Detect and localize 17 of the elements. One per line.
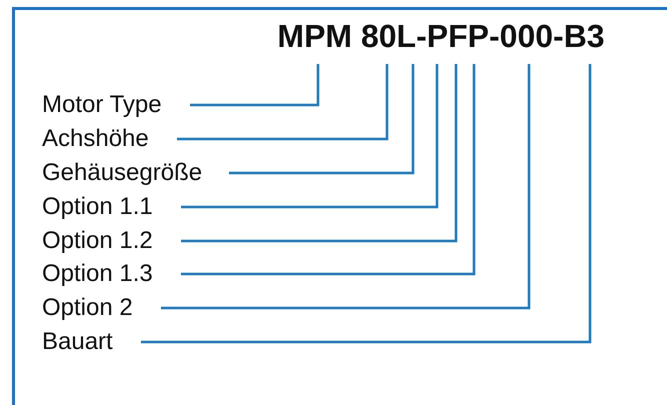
label-text: Option 1.3 — [42, 260, 154, 288]
leader-line — [141, 64, 592, 344]
label-text: Option 1.1 — [42, 193, 154, 221]
label-text: Option 1.2 — [42, 227, 154, 255]
leader-line — [181, 64, 458, 242]
label-text: Achshöhe — [42, 125, 150, 153]
leader-line — [229, 64, 414, 174]
leader-line — [181, 64, 476, 276]
label-text: Option 2 — [42, 294, 134, 322]
leader-line — [177, 64, 388, 140]
leader-line — [190, 64, 320, 106]
label-text: Bauart — [42, 328, 114, 356]
leader-line — [181, 64, 438, 208]
type-code-title: MPM 80L-PFP-000-B3 — [276, 18, 606, 55]
leader-line — [161, 64, 530, 310]
label-text: Motor Type — [42, 91, 163, 119]
label-text: Gehäusegröße — [42, 159, 204, 187]
